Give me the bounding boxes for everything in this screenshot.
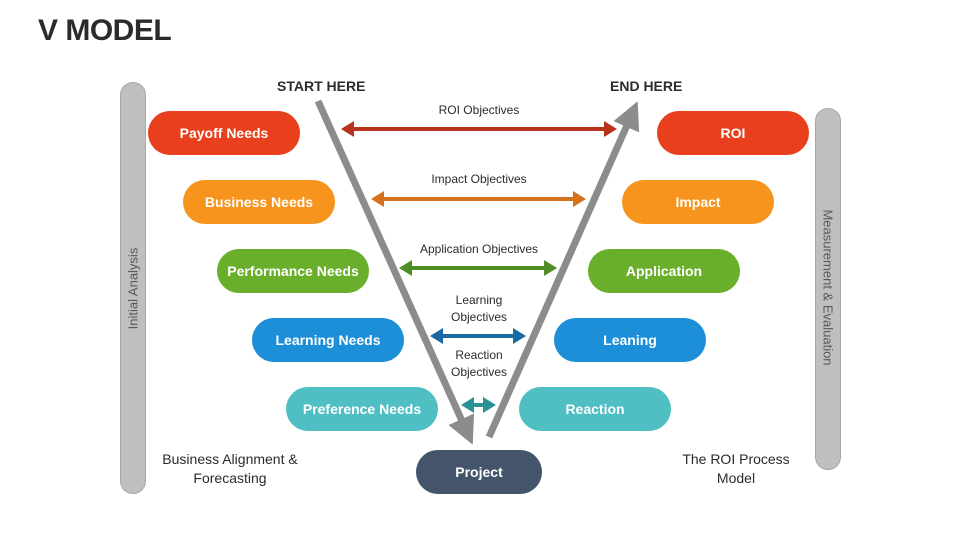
end-here-label: END HERE xyxy=(610,78,683,94)
business-alignment-note: Business Alignment & Forecasting xyxy=(162,451,298,486)
learning-objectives-arrow xyxy=(430,328,526,344)
reaction-objectives-label: Reaction Objectives xyxy=(450,348,508,379)
performance-needs-pill: Performance Needs xyxy=(217,249,369,293)
roi-objectives-label: ROI Objectives xyxy=(438,103,520,117)
roi-process-model-note: The ROI Process Model xyxy=(682,451,790,486)
page-title: V MODEL xyxy=(38,14,172,47)
business-needs-pill: Business Needs xyxy=(183,180,335,224)
v-right-arrow xyxy=(485,101,640,439)
application-objectives-label: Application Objectives xyxy=(419,242,539,256)
preference-needs-pill: Preference Needs xyxy=(286,387,438,431)
reaction-objectives-arrow xyxy=(461,397,496,413)
payoff-needs-pill: Payoff Needs xyxy=(148,111,300,155)
impact-objectives-label: Impact Objectives xyxy=(431,172,527,186)
learning-objectives-label: Learning Objectives xyxy=(450,293,508,324)
reaction-pill: Reaction xyxy=(519,387,671,431)
project-pill: Project xyxy=(416,450,542,494)
initial-analysis-bar xyxy=(120,82,146,494)
application-objectives-arrow xyxy=(399,260,557,276)
impact-pill: Impact xyxy=(622,180,774,224)
roi-pill: ROI xyxy=(657,111,809,155)
leaning-pill: Leaning xyxy=(554,318,706,362)
learning-needs-pill: Learning Needs xyxy=(252,318,404,362)
v-left-arrow xyxy=(314,99,475,445)
measurement-evaluation-bar xyxy=(815,108,841,470)
start-here-label: START HERE xyxy=(277,78,366,94)
roi-objectives-arrow xyxy=(341,121,617,137)
impact-objectives-arrow xyxy=(371,191,586,207)
application-pill: Application xyxy=(588,249,740,293)
